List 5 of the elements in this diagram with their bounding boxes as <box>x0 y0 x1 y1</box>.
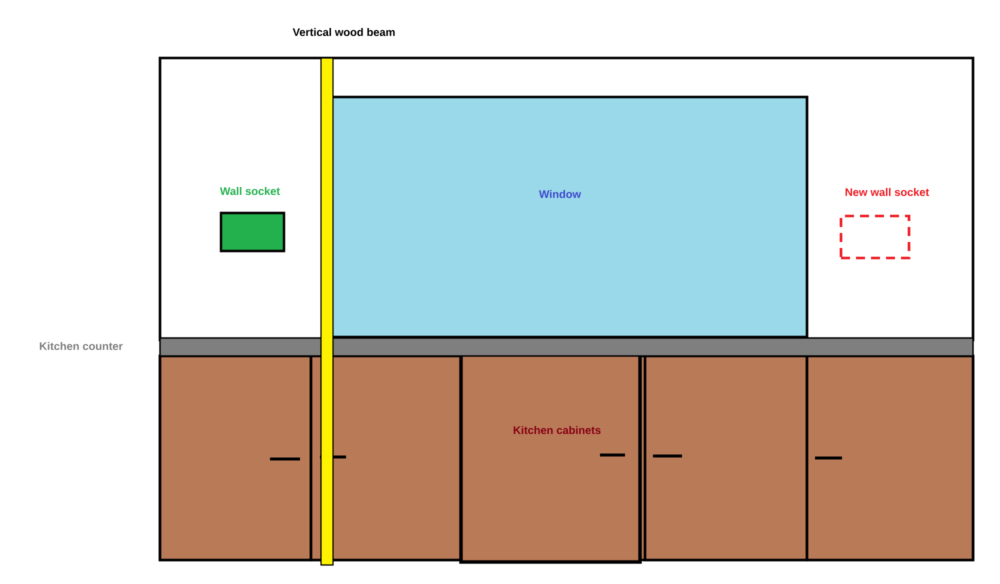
node-label: New wall socket <box>846 188 930 196</box>
node-label: Window <box>539 190 582 198</box>
node-label: Kitchen counter <box>40 342 123 350</box>
node-label: Wall socket <box>220 186 280 196</box>
node-label: Vertical wood beam <box>292 28 395 36</box>
